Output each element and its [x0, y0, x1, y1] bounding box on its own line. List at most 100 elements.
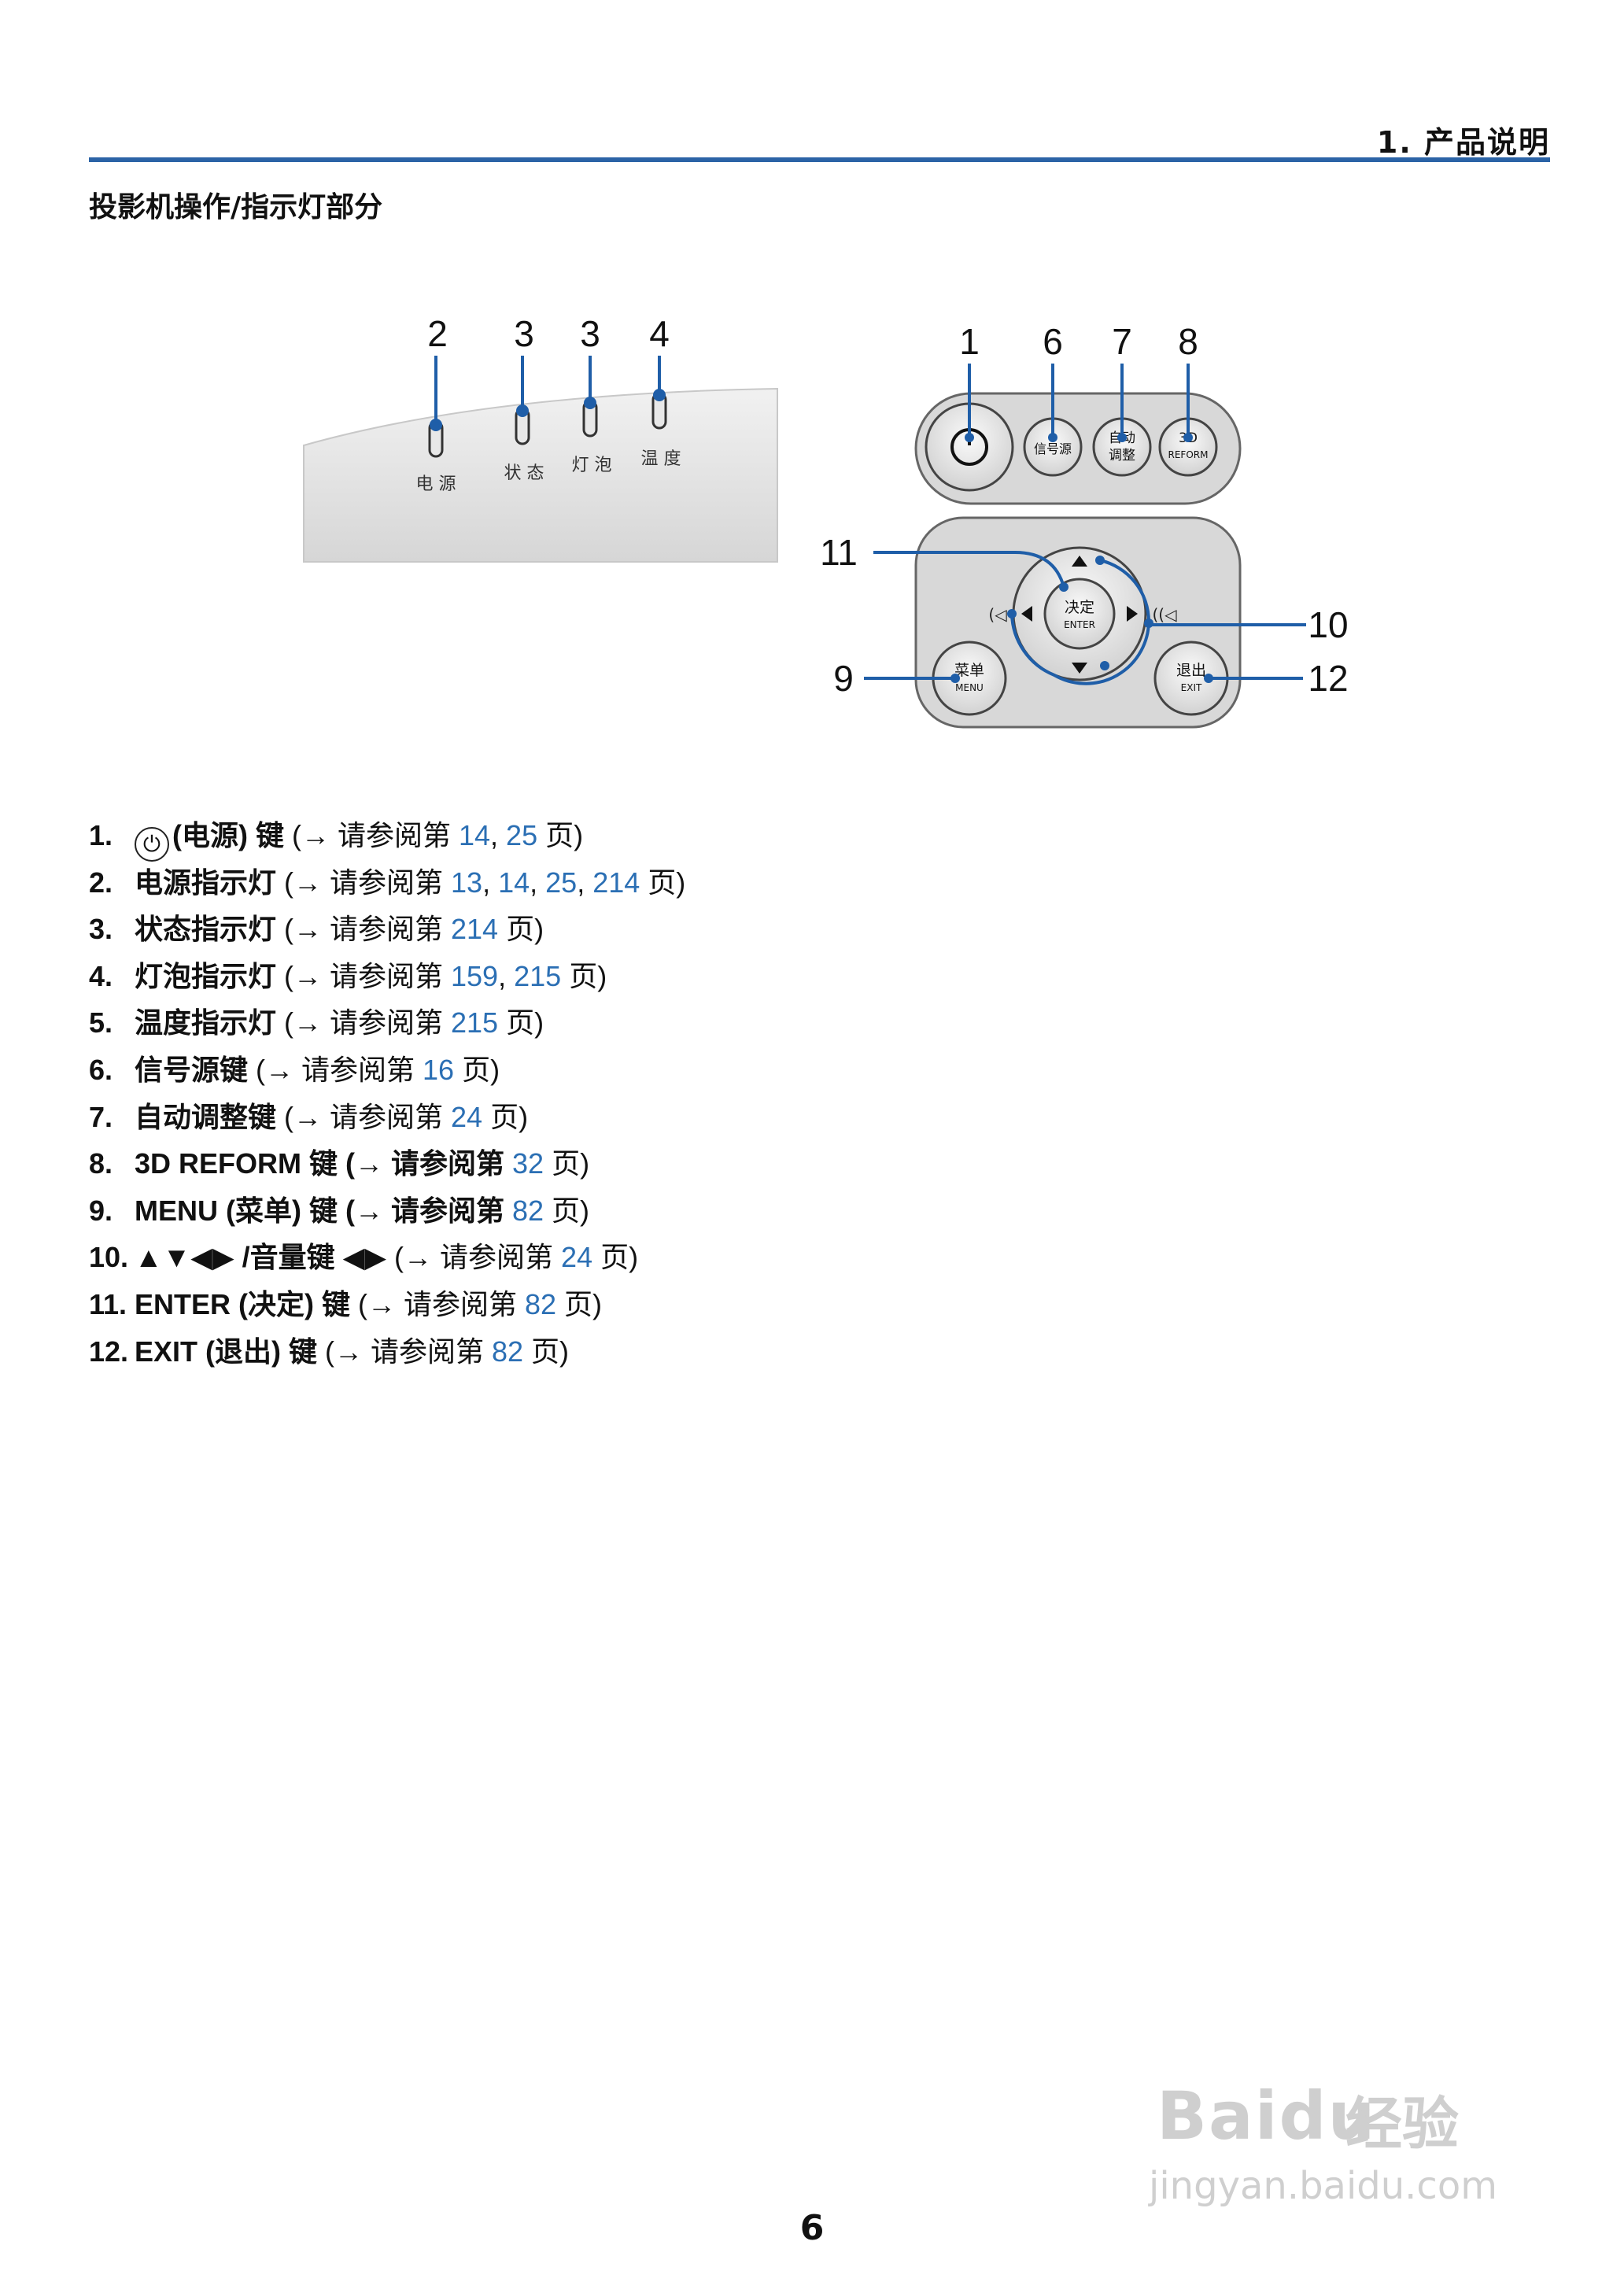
item-number: 11. — [89, 1287, 127, 1320]
item-term: 信号源键 — [135, 1053, 249, 1086]
exit-label-1: 退出 — [1176, 662, 1206, 679]
page-link[interactable]: 32 — [512, 1147, 544, 1180]
item-ref-prefix: (→ 请参阅第 — [276, 959, 452, 992]
callout-4: 4 — [649, 313, 670, 354]
page-link[interactable]: 14 — [498, 866, 530, 899]
menu-label-2: MENU — [955, 682, 984, 693]
item-term: ▲▼◀▶ /音量键 ◀▶ — [135, 1241, 387, 1274]
page-link[interactable]: 24 — [451, 1100, 483, 1133]
item-ref-prefix — [504, 1195, 512, 1227]
item-ref-suffix: 页) — [544, 1194, 590, 1227]
reference-item: 10.▲▼◀▶ /音量键 ◀▶ (→ 请参阅第 24 页) — [89, 1234, 685, 1281]
item-term: 温度指示灯 — [135, 1006, 277, 1039]
page-link[interactable]: 82 — [525, 1287, 557, 1320]
volume-up-icon: ((◁ — [1153, 605, 1178, 624]
page-link[interactable]: 25 — [506, 819, 538, 851]
page-link[interactable]: 25 — [545, 866, 578, 899]
item-ref-prefix: (→ 请参阅第 — [276, 1006, 452, 1039]
item-ref-suffix: 页) — [640, 866, 686, 899]
page-link[interactable]: 82 — [492, 1335, 524, 1368]
label-power: 电 源 — [416, 474, 456, 494]
watermark-brand: 经验 — [1345, 2091, 1460, 2157]
item-number: 12. — [89, 1335, 129, 1368]
watermark-url: jingyan.baidu.com — [1149, 2164, 1497, 2208]
item-ref-prefix: (→ 请参阅第 — [350, 1287, 525, 1320]
reform-label-2: REFORM — [1168, 449, 1209, 460]
header-rule — [89, 157, 1550, 162]
arrow-left-icon — [1021, 606, 1032, 622]
callout-3a: 3 — [514, 313, 534, 354]
item-ref-prefix: (→ 请参阅第 — [276, 866, 452, 899]
item-ref-prefix: (→ 请参阅第 — [276, 913, 452, 946]
callout-10: 10 — [1308, 604, 1348, 645]
item-ref-suffix: 页) — [556, 1287, 603, 1320]
watermark-logo: Baidu — [1157, 2077, 1377, 2155]
callout-1: 1 — [959, 321, 980, 362]
item-number: 6. — [89, 1053, 113, 1086]
item-number: 10. — [89, 1241, 129, 1274]
page-link[interactable]: 215 — [514, 959, 562, 992]
reference-item: 9.MENU (菜单) 键 (→ 请参阅第 82 页) — [89, 1187, 685, 1235]
item-term: (电源) 键 — [172, 819, 284, 851]
label-lamp: 灯 泡 — [572, 456, 612, 475]
callout-2: 2 — [427, 313, 448, 354]
item-term: EXIT (退出) 键 — [135, 1335, 317, 1368]
item-number: 7. — [89, 1100, 113, 1133]
page-link[interactable]: 14 — [458, 819, 491, 851]
header-title: 1. 产品说明 — [1376, 125, 1550, 160]
page-link[interactable]: 215 — [451, 1006, 499, 1039]
exit-label-2: EXIT — [1181, 682, 1202, 693]
item-ref-prefix — [504, 1147, 512, 1180]
item-number: 9. — [89, 1194, 113, 1227]
figures: 2 3 3 4 电 源 状 态 灯 泡 温 度 信号源 自动 调整 3D REF… — [303, 313, 1349, 729]
power-icon: ⏻ — [135, 827, 169, 862]
item-ref-prefix: (→ 请参阅第 — [386, 1241, 562, 1274]
source-button-label: 信号源 — [1034, 441, 1072, 456]
item-number: 2. — [89, 866, 113, 899]
item-ref-suffix: 页) — [454, 1053, 500, 1086]
reference-item: 4.灯泡指示灯 (→ 请参阅第 159, 215 页) — [89, 953, 685, 1000]
item-term: 状态指示灯 — [135, 913, 277, 946]
section-title: 投影机操作/指示灯部分 — [89, 191, 383, 223]
page-link[interactable]: 214 — [592, 866, 640, 899]
callout-8: 8 — [1178, 321, 1198, 362]
reference-list: 1.⏻(电源) 键 (→ 请参阅第 14, 25 页)2.电源指示灯 (→ 请参… — [89, 812, 685, 1375]
item-ref-prefix: (→ 请参阅第 — [276, 1100, 452, 1133]
item-ref-prefix: (→ 请参阅第 — [317, 1335, 492, 1368]
menu-label-1: 菜单 — [954, 662, 984, 679]
page-link[interactable]: 13 — [451, 866, 483, 899]
item-ref-suffix: 页) — [561, 959, 607, 992]
reference-item: 7.自动调整键 (→ 请参阅第 24 页) — [89, 1094, 685, 1141]
label-temp: 温 度 — [641, 449, 681, 469]
page-link[interactable]: 24 — [561, 1241, 593, 1274]
item-ref-suffix: 页) — [592, 1241, 639, 1274]
arrow-down-icon — [1072, 663, 1087, 674]
label-status: 状 态 — [504, 463, 544, 483]
item-term: ENTER (决定) 键 — [135, 1287, 350, 1320]
enter-label-2: ENTER — [1064, 619, 1095, 630]
reference-item: 2.电源指示灯 (→ 请参阅第 13, 14, 25, 214 页) — [89, 859, 685, 906]
reference-item: 8.3D REFORM 键 (→ 请参阅第 32 页) — [89, 1140, 685, 1187]
item-term: 电源指示灯 — [135, 866, 277, 899]
page-link[interactable]: 214 — [451, 913, 499, 946]
arrow-up-icon — [1072, 556, 1087, 567]
item-ref-prefix: (→ 请参阅第 — [248, 1053, 423, 1086]
indicator-panel-figure: 2 3 3 4 电 源 状 态 灯 泡 温 度 — [303, 313, 778, 563]
callout-7: 7 — [1112, 321, 1132, 362]
item-ref-prefix: (→ 请参阅第 — [283, 819, 459, 851]
item-ref-suffix: 页) — [523, 1335, 570, 1368]
page-link[interactable]: 159 — [451, 959, 499, 992]
page-link[interactable]: 16 — [423, 1053, 455, 1086]
item-term: 灯泡指示灯 — [135, 959, 277, 992]
volume-down-icon: (◁ — [988, 605, 1007, 624]
callout-12: 12 — [1308, 658, 1348, 699]
auto-label-2: 调整 — [1109, 448, 1135, 463]
page-link[interactable]: 82 — [512, 1194, 544, 1227]
control-panel-figure: 信号源 自动 调整 3D REFORM (◁ ((◁ 决定 ENTER 菜单 M… — [820, 321, 1349, 729]
callout-6: 6 — [1043, 321, 1063, 362]
item-term: 3D REFORM 键 (→ 请参阅第 — [135, 1147, 505, 1180]
reference-item: 12.EXIT (退出) 键 (→ 请参阅第 82 页) — [89, 1328, 685, 1375]
enter-label-1: 决定 — [1065, 599, 1094, 616]
watermark: Baidu 经验 jingyan.baidu.com — [1149, 2046, 1574, 2235]
item-ref-suffix: 页) — [544, 1147, 590, 1180]
